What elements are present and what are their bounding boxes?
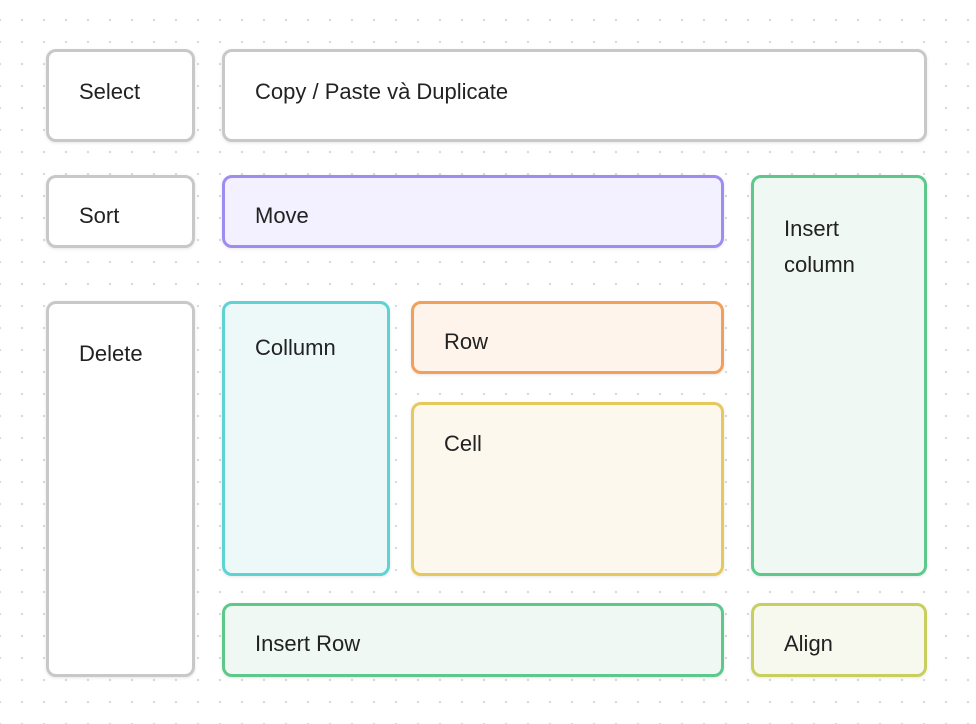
- select-card[interactable]: Select: [46, 49, 195, 142]
- insert-column-card[interactable]: Insert column: [751, 175, 927, 576]
- move-card[interactable]: Move: [222, 175, 724, 248]
- row-card[interactable]: Row: [411, 301, 724, 374]
- align-card[interactable]: Align: [751, 603, 927, 677]
- column-card[interactable]: Collumn: [222, 301, 390, 576]
- row-label: Row: [444, 329, 489, 354]
- insert-row-card[interactable]: Insert Row: [222, 603, 724, 677]
- cell-label: Cell: [444, 431, 482, 456]
- align-label: Align: [784, 631, 833, 656]
- copy-paste-duplicate-label: Copy / Paste và Duplicate: [255, 79, 509, 104]
- column-label: Collumn: [255, 335, 336, 360]
- copy-paste-duplicate-card[interactable]: Copy / Paste và Duplicate: [222, 49, 927, 142]
- select-label: Select: [79, 79, 141, 104]
- insert-row-label: Insert Row: [255, 631, 361, 656]
- sort-card[interactable]: Sort: [46, 175, 195, 248]
- delete-label: Delete: [79, 341, 143, 366]
- insert-column-label: Insert column: [784, 216, 855, 277]
- delete-card[interactable]: Delete: [46, 301, 195, 677]
- move-label: Move: [255, 203, 309, 228]
- sort-label: Sort: [79, 203, 120, 228]
- cell-card[interactable]: Cell: [411, 402, 724, 576]
